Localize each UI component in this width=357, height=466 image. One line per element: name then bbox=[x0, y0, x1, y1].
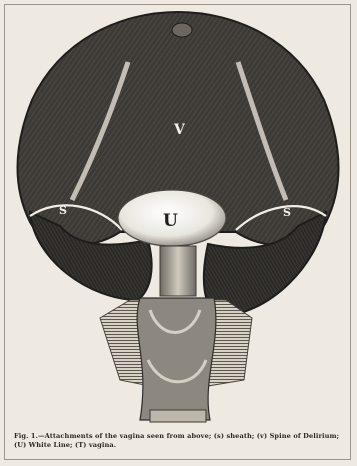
label-u: U bbox=[163, 211, 178, 231]
top-notch bbox=[172, 23, 192, 37]
label-v: V bbox=[173, 122, 186, 138]
neck-column bbox=[160, 246, 196, 296]
figure-caption: Fig. 1.—Attachments of the vagina seen f… bbox=[14, 432, 346, 450]
label-s-right: S bbox=[283, 206, 291, 219]
tube-end bbox=[150, 410, 206, 422]
lower-tube bbox=[137, 298, 216, 420]
label-s-left: S bbox=[59, 204, 67, 217]
